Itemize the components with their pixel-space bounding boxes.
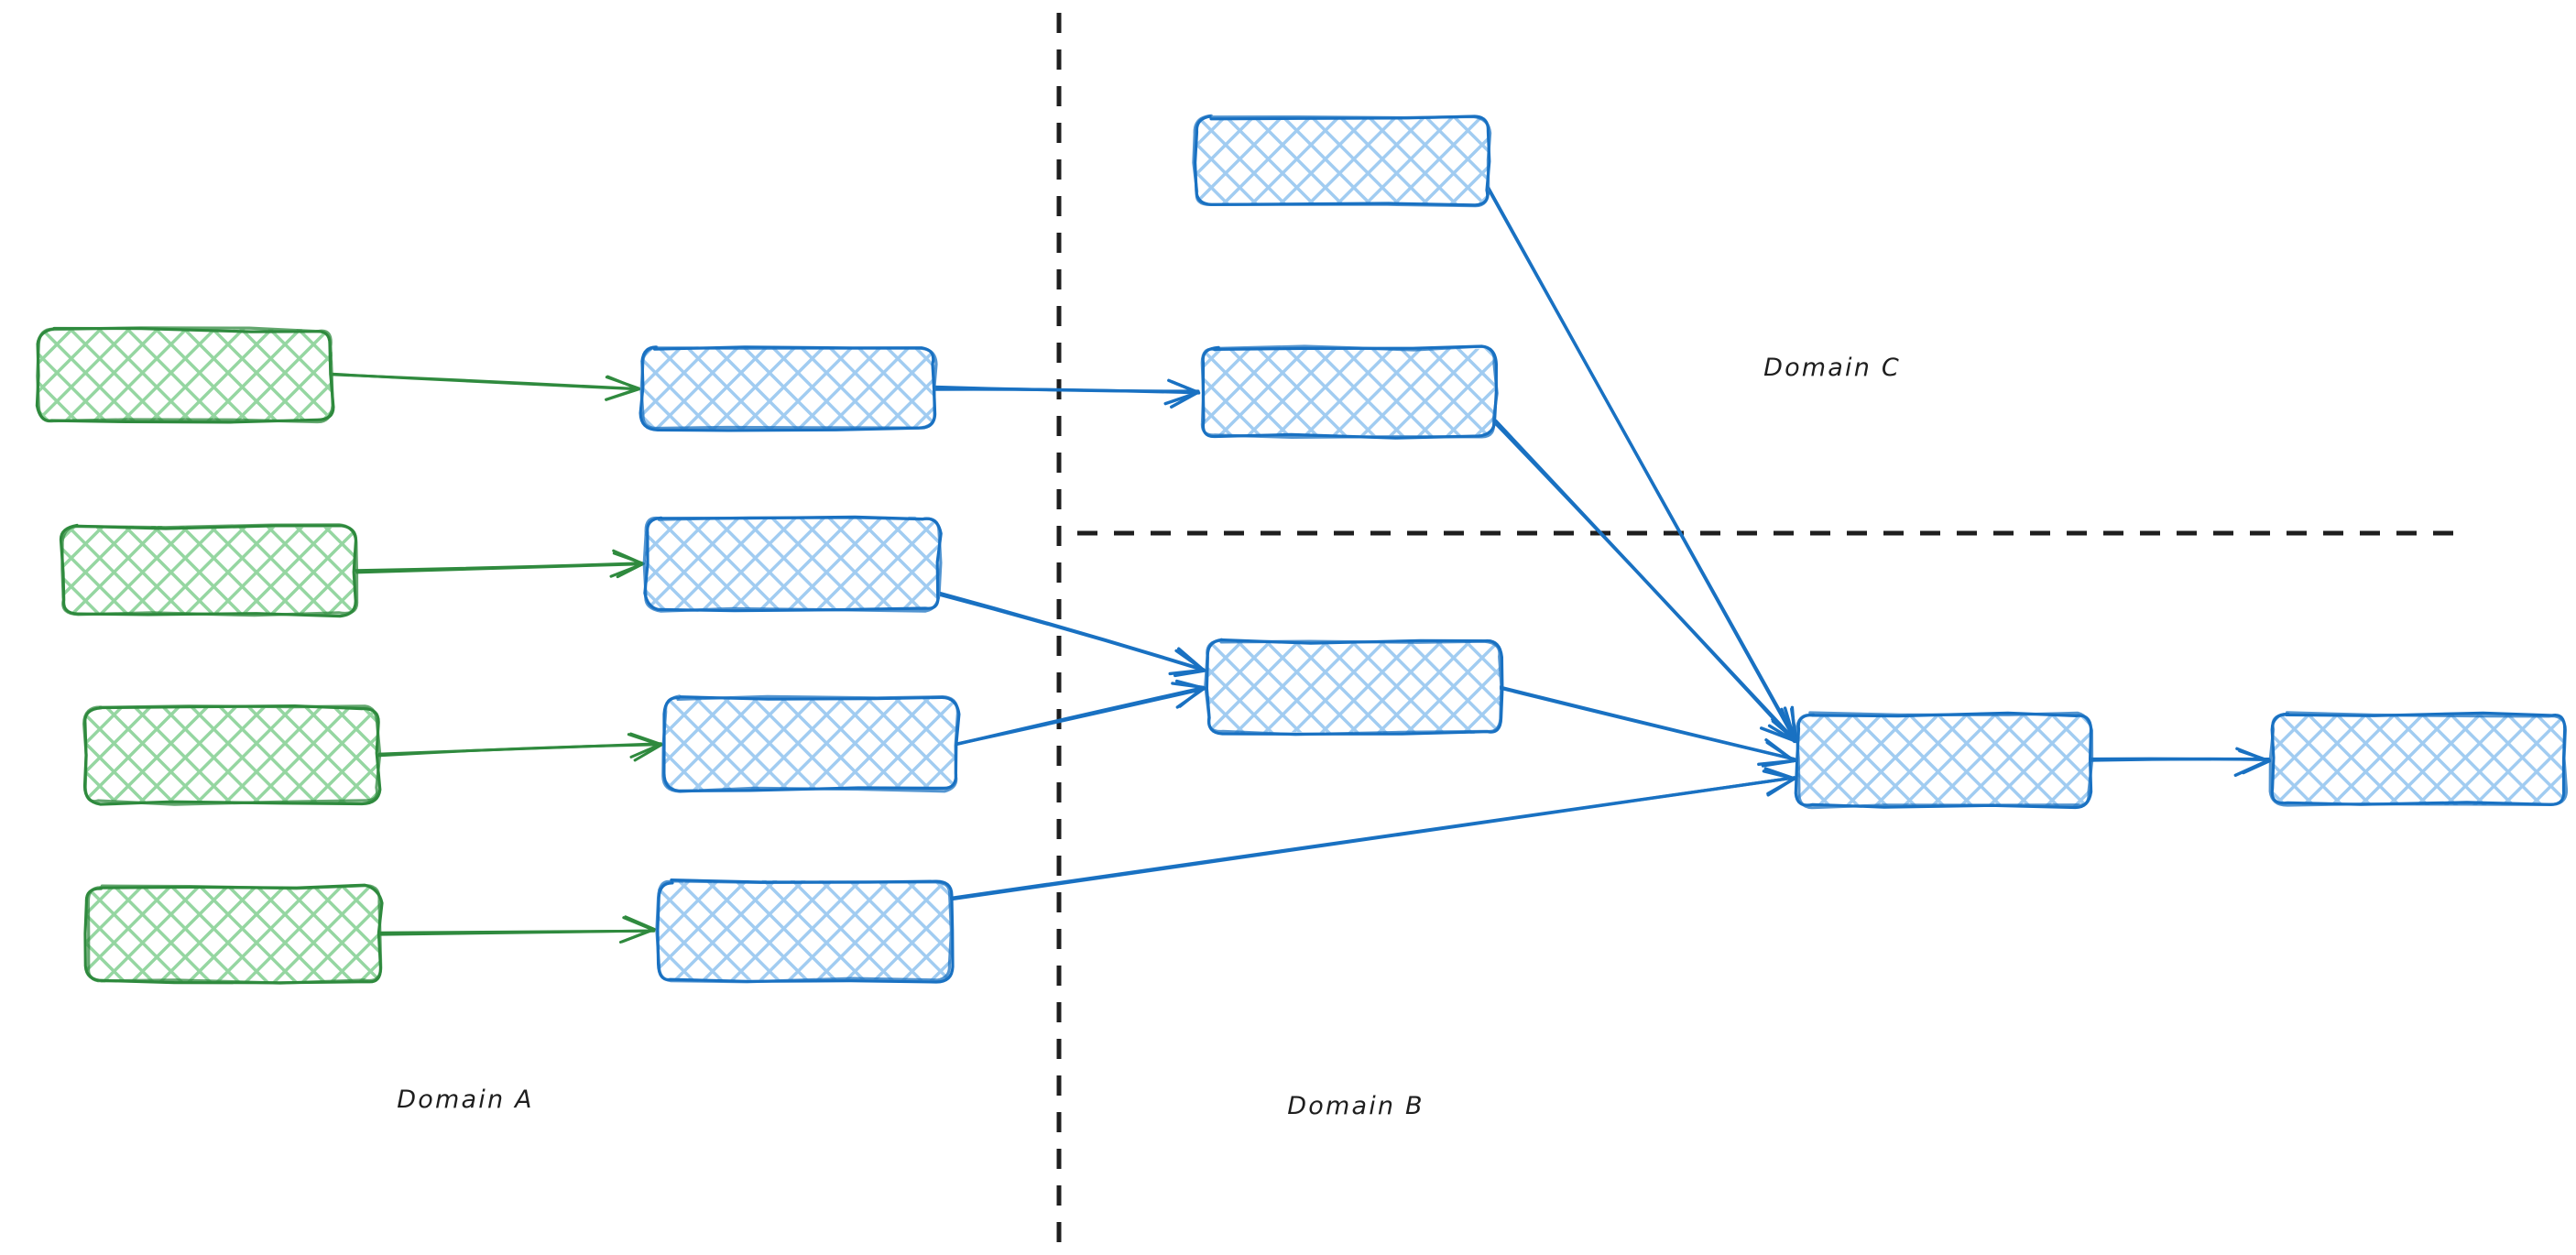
node-a1[interactable] <box>35 326 335 424</box>
edge-line <box>377 743 663 758</box>
label-layer: Domain C Domain A Domain B <box>397 354 1901 1120</box>
node-layer <box>35 114 2569 985</box>
edge-layer <box>328 186 2272 944</box>
node-outline <box>655 879 953 984</box>
arrow-head <box>1171 682 1206 708</box>
node-fill <box>644 516 941 610</box>
node-d1[interactable] <box>1794 711 2094 810</box>
node-e1[interactable] <box>2268 711 2569 807</box>
node-fill <box>656 879 951 981</box>
arrow-head <box>605 375 640 401</box>
node-outline <box>86 884 383 985</box>
edge-a4-to-b4 <box>378 915 656 944</box>
edge-c3-to-d1 <box>1498 685 1796 768</box>
node-outline <box>1192 114 1492 208</box>
node-a4[interactable] <box>83 883 384 985</box>
node-outline <box>82 704 382 806</box>
arrow-head <box>1167 378 1200 409</box>
node-fill <box>84 707 380 803</box>
node-fill <box>1207 640 1501 735</box>
edge-line <box>932 385 1200 393</box>
arrow-head <box>1760 707 1796 742</box>
node-fill <box>1195 116 1490 206</box>
edge-b3-to-c3 <box>955 679 1206 746</box>
arrow-head <box>2233 747 2269 777</box>
edge-b4-to-d1 <box>948 767 1796 901</box>
node-fill <box>639 347 936 430</box>
edge-line <box>1487 188 1798 742</box>
edge-a2-to-b2 <box>353 549 645 579</box>
node-outline <box>1795 711 2094 810</box>
edge-line <box>1498 685 1796 761</box>
node-c1[interactable] <box>1192 114 1492 208</box>
node-outline <box>639 345 938 431</box>
arrow-head <box>1767 706 1797 743</box>
edge-line <box>937 591 1206 671</box>
node-c3[interactable] <box>1204 638 1504 737</box>
node-fill <box>1201 347 1496 437</box>
node-fill <box>2271 714 2566 806</box>
node-fill <box>1796 714 2091 807</box>
edge-a1-to-b1 <box>328 372 640 401</box>
divider-layer <box>1056 13 2453 1248</box>
edge-line <box>378 929 656 934</box>
node-a3[interactable] <box>82 704 382 806</box>
arrow-head <box>1762 769 1796 797</box>
edge-b1-to-c2 <box>932 378 1201 409</box>
edge-line <box>950 776 1796 901</box>
arrow-head <box>627 733 661 758</box>
node-fill <box>663 696 957 791</box>
node-outline <box>36 326 334 424</box>
node-outline <box>642 516 943 613</box>
domain-label-domain-a: Domain C <box>1763 354 1901 382</box>
node-b1[interactable] <box>639 345 938 432</box>
node-outline <box>2268 711 2569 807</box>
node-a2[interactable] <box>59 523 359 618</box>
arrow-head <box>1173 649 1206 678</box>
domain-label-domain-c: Domain B <box>1287 1092 1424 1120</box>
edge-line <box>355 562 645 574</box>
domain-label-domain-b: Domain A <box>397 1086 533 1114</box>
node-b2[interactable] <box>642 515 943 613</box>
edge-d1-to-e1 <box>2089 747 2272 777</box>
edge-line <box>955 687 1206 746</box>
edge-a3-to-b3 <box>377 732 663 762</box>
node-outline <box>60 523 359 617</box>
node-fill <box>61 526 355 615</box>
node-c2[interactable] <box>1200 344 1499 440</box>
edge-line <box>328 373 639 390</box>
node-outline <box>1200 344 1499 439</box>
arrow-head <box>1757 738 1796 766</box>
node-outline <box>661 694 960 793</box>
edge-line <box>1492 420 1796 744</box>
node-b3[interactable] <box>661 694 961 793</box>
edge-c2-to-d1 <box>1492 419 1797 744</box>
edge-b2-to-c3 <box>935 591 1206 678</box>
node-outline <box>1204 638 1503 737</box>
edge-line <box>2089 757 2271 761</box>
arrow-head <box>618 916 654 944</box>
node-b4[interactable] <box>655 878 955 984</box>
node-fill <box>86 886 380 984</box>
node-fill <box>38 329 333 422</box>
